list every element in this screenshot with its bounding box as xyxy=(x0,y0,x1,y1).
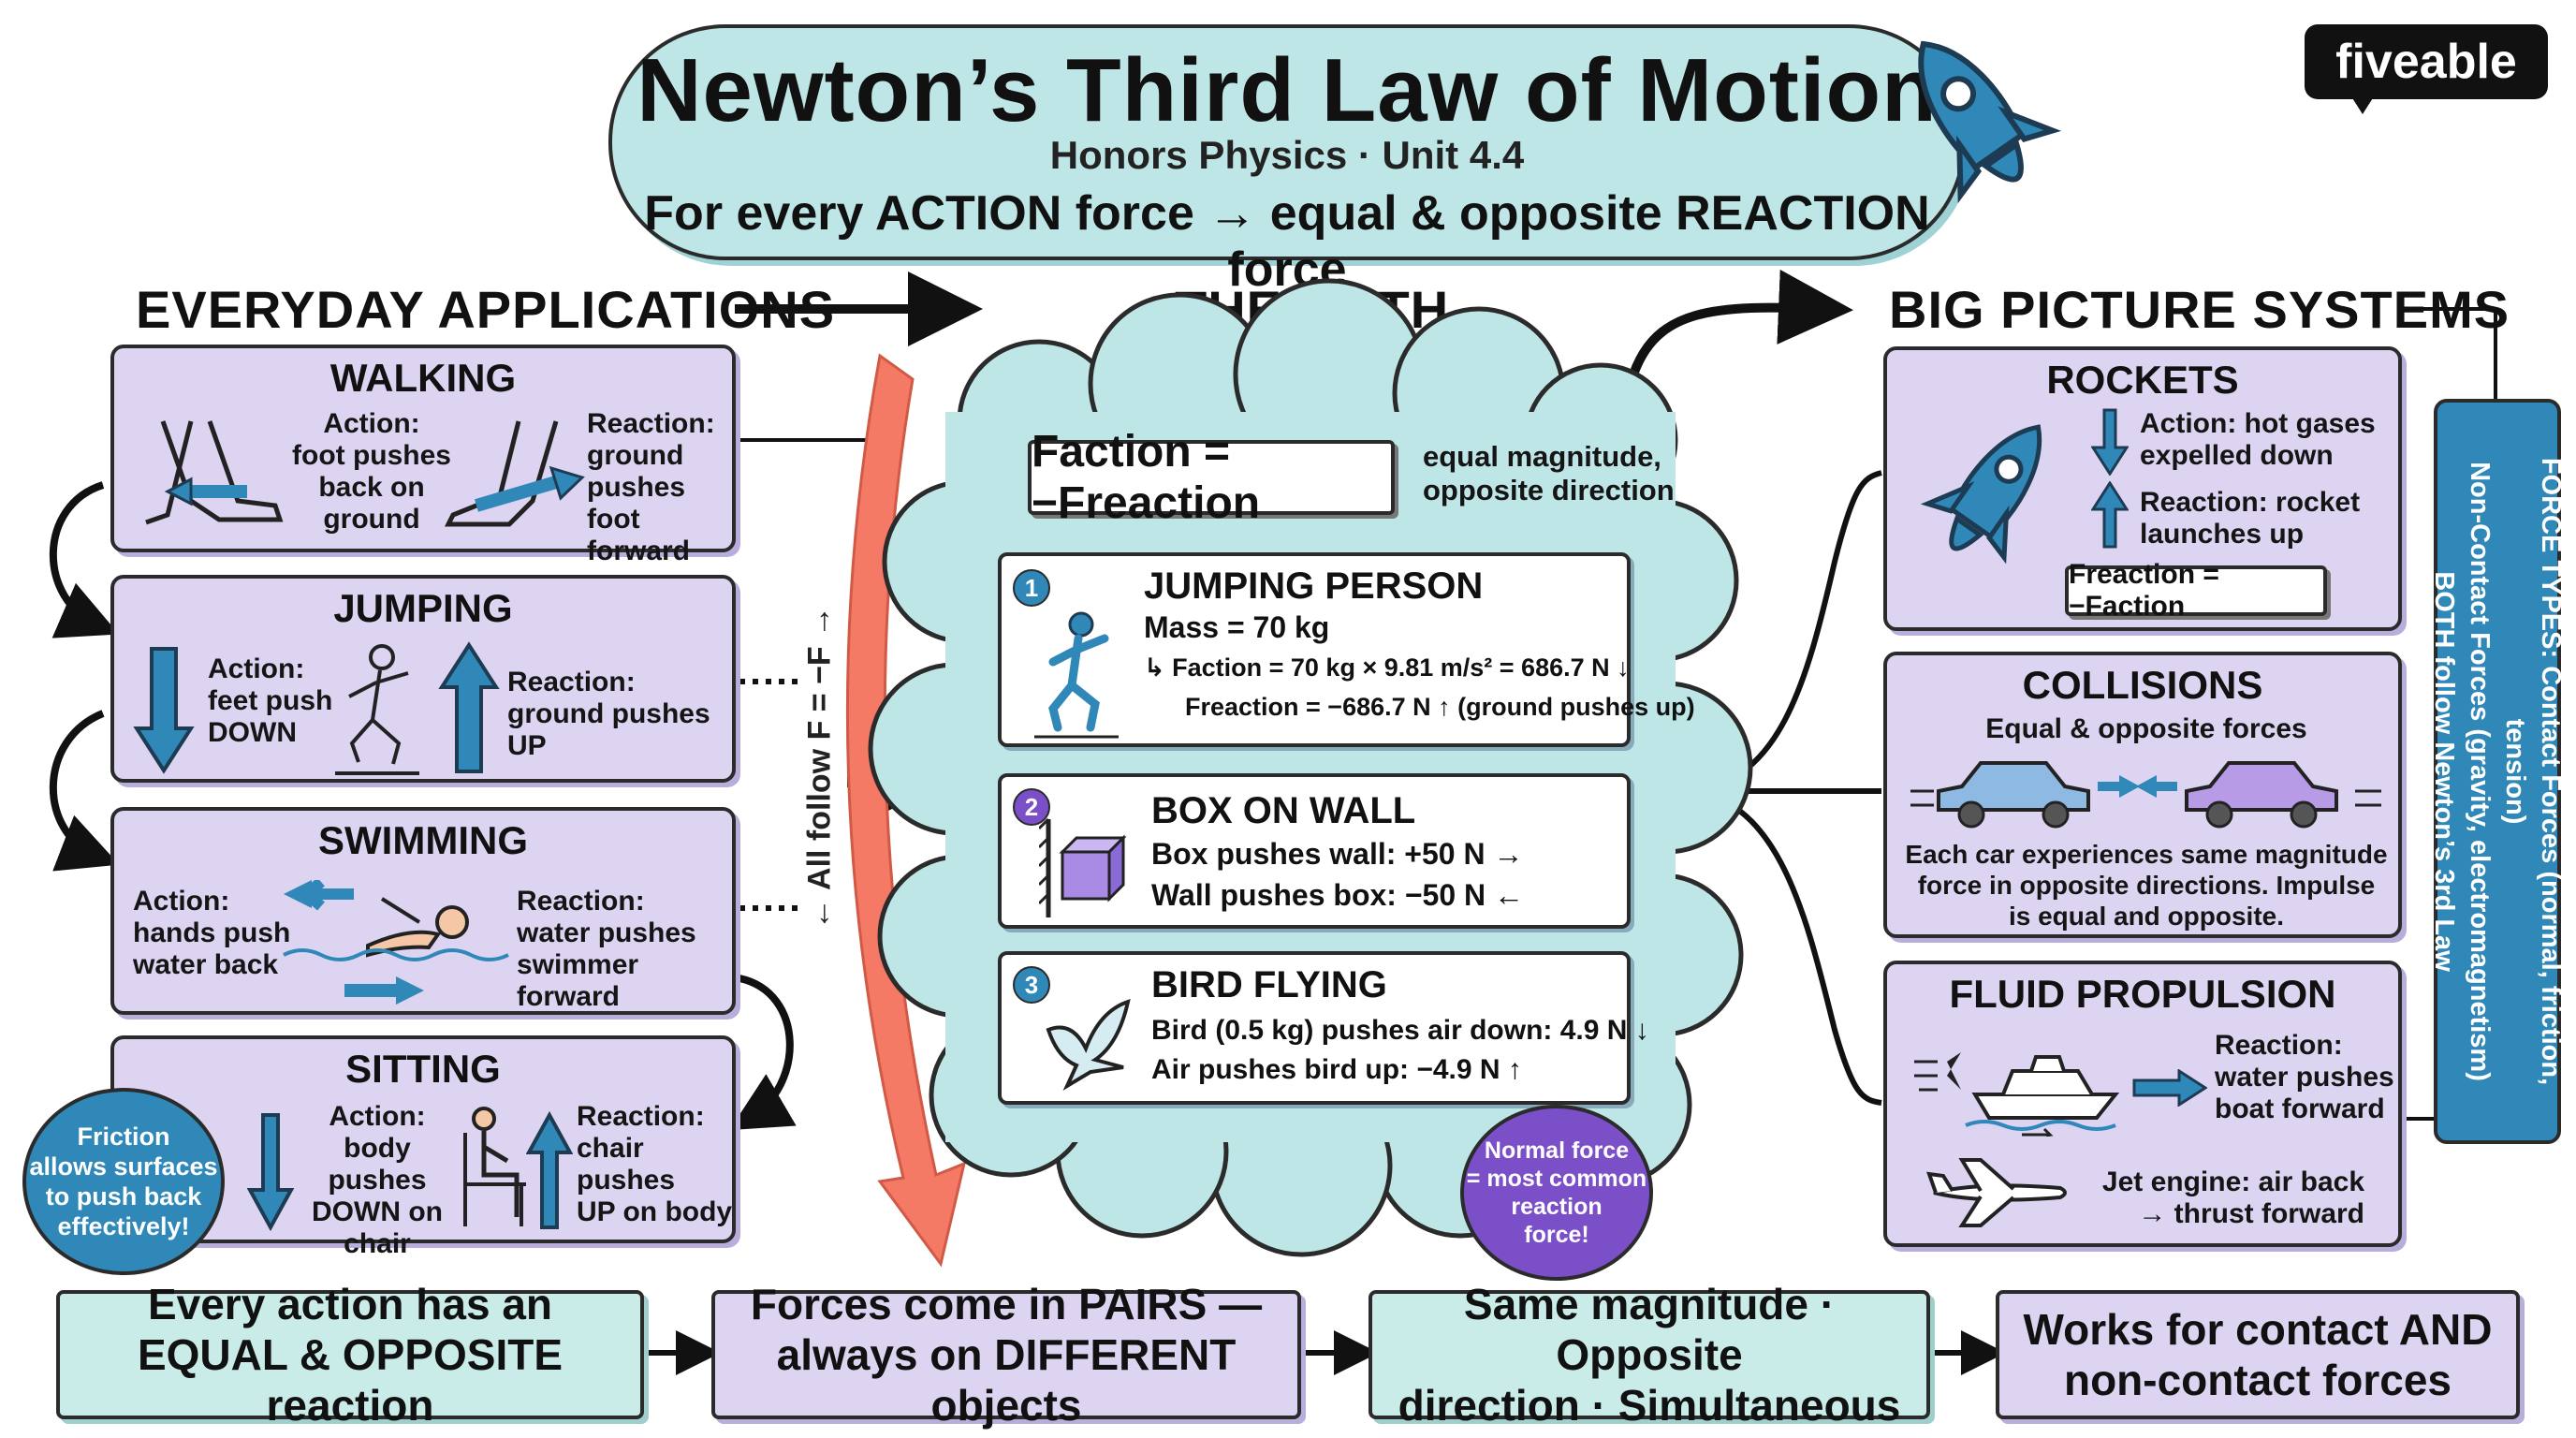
card-title: SWIMMING xyxy=(318,818,528,862)
summary-contact-noncontact: Works for contact AND non-contact forces xyxy=(1996,1290,2520,1419)
friction-note: Friction allows surfaces to push back ef… xyxy=(22,1088,225,1275)
example-line: Wall pushes box: −50 N ← xyxy=(1151,878,1525,912)
card-title: COLLISIONS xyxy=(2022,663,2263,707)
example-jumping-person: 1 JUMPING PERSON Mass = 70 kg ↳ Faction … xyxy=(998,552,1695,747)
card-title: FLUID PROPULSION xyxy=(1949,972,2336,1016)
title-banner xyxy=(608,24,1966,260)
card-jumping: JUMPING Action: feet push DOWN Reaction:… xyxy=(110,575,736,783)
example-title: JUMPING PERSON xyxy=(1144,565,1484,607)
curve-walk-to-jump xyxy=(49,481,120,638)
example-line: Box pushes wall: +50 N → xyxy=(1151,837,1524,871)
arrow-down-icon xyxy=(133,647,195,774)
example-number: 3 xyxy=(1013,966,1050,1004)
swimming-action: Action: hands push water back xyxy=(133,886,291,980)
page-subtitle: Honors Physics · Unit 4.4 xyxy=(1049,133,1525,177)
jet-plane-icon xyxy=(1926,1158,2067,1227)
summary-forces-pairs: Forces come in PAIRS — always on DIFFERE… xyxy=(711,1280,1301,1430)
example-line: Mass = 70 kg xyxy=(1144,610,1330,644)
force-types-text: FORCE TYPES: Contact Forces (normal, fri… xyxy=(2429,457,2566,1086)
jumping-figure-icon xyxy=(1034,611,1119,739)
card-rockets: ROCKETS Action: hot gases expelled down … xyxy=(1883,346,2402,631)
rocket-icon xyxy=(1920,424,2042,565)
arrow-up-icon xyxy=(526,1110,573,1229)
example-line: Bird (0.5 kg) pushes air down: 4.9 N ↓ xyxy=(1151,1015,1649,1046)
jet-engine-note: Jet engine: air back → thrust forward xyxy=(2101,1167,2364,1229)
rocket-equation: Freaction = −Faction xyxy=(2065,559,2327,622)
rocket-icon xyxy=(1918,40,2062,204)
card-collisions: COLLISIONS Equal & opposite forces Each … xyxy=(1883,652,2402,938)
fiveable-logo: fiveable xyxy=(2305,24,2548,99)
curve-swim-to-sit xyxy=(729,975,797,1131)
jumping-reaction: Reaction: ground pushes UP xyxy=(507,667,710,761)
logo-tail xyxy=(2349,94,2376,114)
collisions-subtitle: Equal & opposite forces xyxy=(1985,713,2307,744)
walking-reaction: Reaction: ground pushes foot forward xyxy=(587,408,715,566)
sitting-reaction: Reaction: chair pushes UP on body xyxy=(577,1101,733,1227)
box-wall-icon xyxy=(1039,817,1127,917)
arrow-up-icon xyxy=(2091,481,2129,549)
curve-jump-to-swim xyxy=(49,710,120,872)
page-title: Newton’s Third Law of Motion xyxy=(637,40,1938,140)
card-title: SITTING xyxy=(345,1047,501,1091)
collisions-description: Each car experiences same magnitude forc… xyxy=(1905,840,2388,931)
walking-foot-icon xyxy=(145,420,284,525)
summary-magnitude-direction: Same magnitude · Opposite direction · Si… xyxy=(1368,1280,1930,1430)
heading-everyday: EVERYDAY APPLICATIONS xyxy=(136,280,836,339)
card-swimming: SWIMMING Action: hands push water back R… xyxy=(110,807,736,1015)
bird-icon xyxy=(1046,998,1131,1092)
arrow-math-to-systems xyxy=(1629,269,1853,376)
card-fluid-propulsion: FLUID PROPULSION Reaction: water pushes … xyxy=(1883,961,2402,1247)
jumping-person-icon xyxy=(335,644,419,775)
example-box-on-wall: 2 BOX ON WALL Box pushes wall: +50 N → W… xyxy=(998,773,1631,929)
heading-systems: BIG PICTURE SYSTEMS xyxy=(1889,280,2510,339)
card-title: WALKING xyxy=(329,356,517,400)
example-title: BIRD FLYING xyxy=(1151,964,1387,1005)
card-walking: WALKING Action: foot pushes back on grou… xyxy=(110,345,736,566)
example-title: BOX ON WALL xyxy=(1151,790,1416,831)
boat-icon xyxy=(1914,1052,2120,1137)
chair-person-icon xyxy=(463,1107,526,1226)
arrow-down-icon xyxy=(247,1113,294,1232)
arrow-down-icon xyxy=(2091,408,2129,476)
normal-force-note: Normal force = most common reaction forc… xyxy=(1460,1105,1653,1281)
example-line: Freaction = −686.7 N ↑ (ground pushes up… xyxy=(1185,693,1695,721)
example-line: Air pushes bird up: −4.9 N ↑ xyxy=(1151,1054,1522,1085)
rocket-reaction: Reaction: rocket launches up xyxy=(2140,487,2361,550)
colliding-cars-icon xyxy=(1910,761,2381,829)
boat-reaction: Reaction: water pushes boat forward xyxy=(2215,1030,2394,1124)
example-number: 2 xyxy=(1013,788,1050,826)
arrow-right-icon xyxy=(2132,1069,2207,1107)
example-number: 1 xyxy=(1013,569,1050,607)
arrow-up-icon xyxy=(438,641,500,773)
equation-note: equal magnitude, opposite direction xyxy=(1423,440,1675,506)
sitting-action: Action: body pushes DOWN on chair xyxy=(312,1101,443,1259)
summary-action-reaction: Every action has an EQUAL & OPPOSITE rea… xyxy=(56,1280,644,1430)
card-title: JUMPING xyxy=(333,586,513,630)
example-bird-flying: 3 BIRD FLYING Bird (0.5 kg) pushes air d… xyxy=(998,951,1649,1105)
swimmer-icon xyxy=(283,880,509,1005)
force-types-bar xyxy=(2434,399,2561,1144)
rocket-action: Action: hot gases expelled down xyxy=(2140,408,2376,471)
walking-foot-icon-2 xyxy=(444,420,585,527)
walking-action: Action: foot pushes back on ground xyxy=(292,408,451,535)
jumping-action: Action: feet push DOWN xyxy=(208,653,333,748)
main-equation: Faction = −Freaction xyxy=(1028,427,1395,528)
example-line: ↳ Faction = 70 kg × 9.81 m/s² = 686.7 N … xyxy=(1144,653,1630,682)
swimming-reaction: Reaction: water pushes swimmer forward xyxy=(517,886,696,1012)
card-title: ROCKETS xyxy=(2046,358,2239,402)
